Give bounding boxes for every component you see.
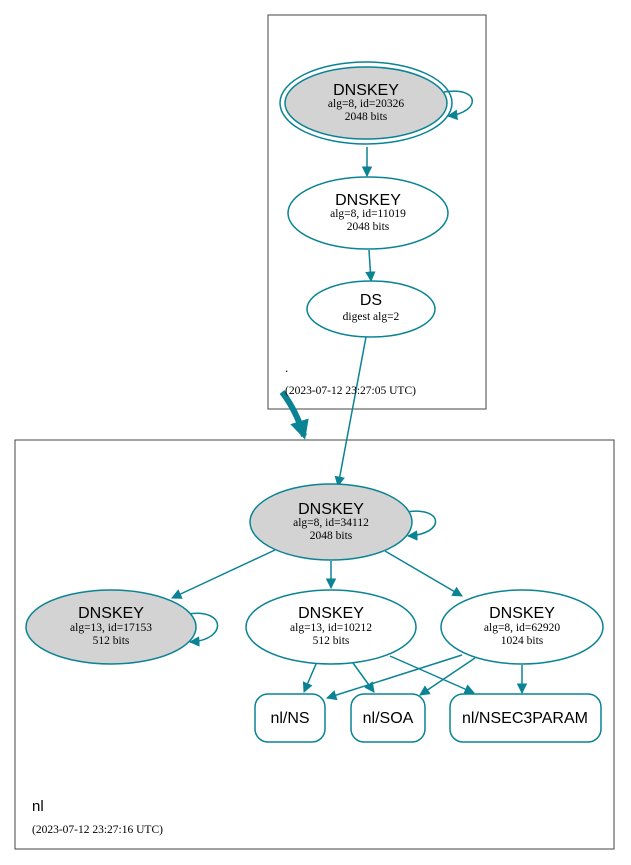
node-title: DNSKEY (298, 501, 364, 518)
node-nl-ksk-17153: DNSKEY alg=13, id=17153 512 bits (25, 589, 197, 665)
node-detail: alg=8, id=62920 (484, 622, 560, 634)
edge-10212-to-nsec3param (389, 655, 475, 694)
node-detail: digest alg=2 (343, 311, 400, 323)
node-title: DNSKEY (333, 82, 399, 99)
rr-label: nl/SOA (363, 710, 414, 727)
node-title: DNSKEY (78, 605, 144, 622)
root-zone-box (267, 14, 487, 410)
edge-62920-to-ns (325, 654, 463, 701)
delegation-arrow (279, 390, 309, 440)
edge-nl-ksk-34112-self (405, 510, 437, 541)
nl-zone-timestamp: (2023-07-12 23:27:16 UTC) (32, 824, 163, 836)
edge-root-zsk-to-ds (365, 249, 376, 283)
node-root-zsk: DNSKEY alg=8, id=11019 2048 bits (287, 176, 449, 250)
node-nl-zsk-10212: DNSKEY alg=13, id=10212 512 bits (245, 589, 417, 665)
node-rr-ns: nl/NS (254, 693, 326, 743)
node-detail: alg=13, id=17153 (70, 622, 152, 634)
node-detail: alg=13, id=10212 (290, 622, 372, 634)
node-detail: 512 bits (93, 635, 130, 647)
edge-62920-to-soa (419, 657, 476, 696)
node-root-ksk: DNSKEY alg=8, id=20326 2048 bits (279, 61, 453, 145)
node-title: DNSKEY (489, 605, 555, 622)
edge-nl-ksk-to-62920 (384, 550, 463, 597)
rr-label: nl/NS (270, 710, 309, 727)
node-title: DS (360, 292, 382, 309)
edge-10212-to-soa (352, 662, 375, 693)
node-detail: 2048 bits (345, 111, 388, 123)
node-detail: alg=8, id=20326 (328, 98, 404, 110)
node-nl-ds: DS digest alg=2 (306, 280, 436, 338)
nl-zone-box (14, 439, 615, 850)
nl-zone-name: nl (32, 798, 44, 815)
node-detail: 2048 bits (347, 221, 390, 233)
node-detail: alg=8, id=11019 (330, 208, 406, 220)
node-detail: alg=8, id=34112 (293, 517, 369, 529)
node-rr-soa: nl/SOA (350, 693, 426, 743)
rr-label: nl/NSEC3PARAM (462, 710, 588, 727)
node-nl-ksk-34112: DNSKEY alg=8, id=34112 2048 bits (249, 483, 413, 561)
node-rr-nsec3param: nl/NSEC3PARAM (449, 693, 602, 743)
edge-nl-ksk-17153-self (187, 612, 219, 647)
node-nl-zsk-62920: DNSKEY alg=8, id=62920 1024 bits (440, 589, 604, 665)
node-detail: 512 bits (313, 635, 350, 647)
root-zone-name: . (285, 360, 288, 375)
node-title: DNSKEY (298, 605, 364, 622)
edge-root-ksk-self (443, 90, 473, 121)
node-detail: 1024 bits (501, 635, 544, 647)
root-zone-timestamp: (2023-07-12 23:27:05 UTC) (285, 385, 416, 397)
edge-ds-to-nl-ksk (334, 336, 367, 488)
edge-nl-ksk-to-17153 (171, 549, 276, 599)
edge-10212-to-ns (302, 663, 317, 693)
node-title: DNSKEY (335, 192, 401, 209)
node-detail: 2048 bits (310, 530, 353, 542)
